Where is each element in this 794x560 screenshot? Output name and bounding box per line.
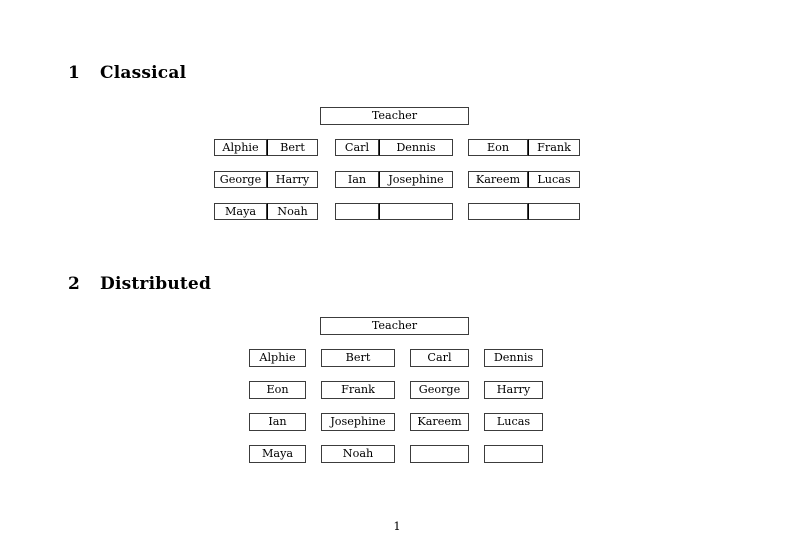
student-box-empty [410,445,469,463]
student-box: Josephine [321,413,395,431]
student-cell: Kareem [468,171,528,188]
student-pair-row: Maya Noah [214,203,318,220]
student-pair-row: Kareem Lucas [468,171,580,188]
student-box: Ian [249,413,306,431]
student-cell: Carl [335,139,379,156]
student-cell: Ian [335,171,379,188]
student-pair-row-empty [335,203,453,220]
student-row: Maya Noah [249,445,543,463]
student-pair-row: Ian Josephine [335,171,453,188]
student-box: Dennis [484,349,543,367]
student-cell: Alphie [214,139,267,156]
student-row: Ian Josephine Kareem Lucas [249,413,543,431]
student-box: Noah [321,445,395,463]
student-cell-empty [468,203,528,220]
student-cell: Frank [528,139,580,156]
student-cell: Josephine [379,171,453,188]
section-heading-distributed: 2 Distributed [68,274,211,294]
student-box: Maya [249,445,306,463]
student-box: Frank [321,381,395,399]
student-pair-row: George Harry [214,171,318,188]
student-box: Harry [484,381,543,399]
student-cell: Maya [214,203,267,220]
section-title: Distributed [100,274,212,294]
student-cell-empty [335,203,379,220]
student-cell: Harry [267,171,318,188]
student-cell: Bert [267,139,318,156]
student-row: Alphie Bert Carl Dennis [249,349,543,367]
student-box-empty [484,445,543,463]
student-box: Kareem [410,413,469,431]
student-cell: Dennis [379,139,453,156]
student-box: Carl [410,349,469,367]
student-box: Alphie [249,349,306,367]
student-pair-row: Alphie Bert [214,139,318,156]
student-cell: Noah [267,203,318,220]
student-row: Eon Frank George Harry [249,381,543,399]
student-pair-row: Eon Frank [468,139,580,156]
student-cell: Lucas [528,171,580,188]
student-pair-row: Carl Dennis [335,139,453,156]
student-cell-empty [528,203,580,220]
teacher-box-distributed: Teacher [320,317,469,335]
section-title: Classical [100,63,187,83]
section-heading-classical: 1 Classical [68,63,186,83]
student-cell: Eon [468,139,528,156]
student-cell: George [214,171,267,188]
student-box: Lucas [484,413,543,431]
section-number: 2 [68,274,81,294]
student-box: Eon [249,381,306,399]
teacher-box-classical: Teacher [320,107,469,125]
student-cell-empty [379,203,453,220]
student-box: Bert [321,349,395,367]
student-pair-row-empty [468,203,580,220]
student-box: George [410,381,469,399]
section-number: 1 [68,63,81,83]
page-number: 1 [393,519,401,533]
